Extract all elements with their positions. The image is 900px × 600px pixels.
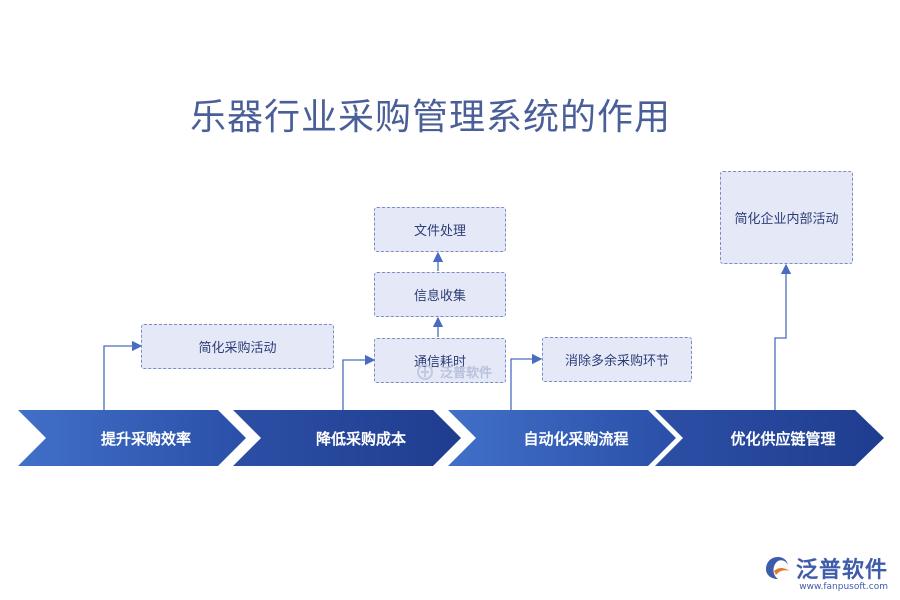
connector-stage3 (510, 353, 543, 410)
chevron-stage4 (655, 410, 884, 466)
chevron-stage1 (18, 410, 246, 466)
box-simplify-purchase: 简化采购活动 (141, 324, 334, 369)
watermark-text: 泛普软件 (440, 366, 493, 381)
brand-logo-icon (765, 557, 790, 579)
box-eliminate-redundant: 消除多余采购环节 (542, 337, 692, 382)
box-info-collection: 信息收集 (374, 272, 506, 317)
diagram-title: 乐器行业采购管理系统的作用 (190, 97, 672, 138)
stage-label-3: 自动化采购流程 (523, 429, 629, 448)
box-file-processing: 文件处理 (374, 207, 506, 252)
connector-stage2 (342, 354, 376, 410)
box-simplify-internal: 简化企业内部活动 (720, 171, 853, 264)
chevron-stage2 (233, 410, 461, 466)
watermark: 泛普软件 (416, 362, 492, 381)
brand-name: 泛普软件 (795, 558, 888, 583)
brand-logo: 泛普软件 www.fanpusoft.com (764, 552, 888, 592)
brand-url: www.fanpusoft.com (799, 582, 888, 592)
stage-label-4: 优化供应链管理 (730, 429, 836, 448)
stage-label-1: 提升采购效率 (100, 429, 191, 448)
stage-label-2: 降低采购成本 (315, 429, 406, 448)
chevron-stage3 (448, 410, 676, 466)
connector-stage1 (103, 340, 143, 410)
box-communication-time: 通信耗时 (374, 338, 506, 383)
connector-stage4 (774, 263, 792, 410)
watermark-logo-icon (417, 363, 433, 380)
